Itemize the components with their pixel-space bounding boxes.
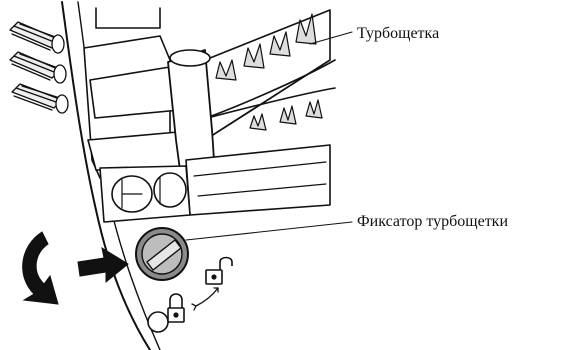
upper-housing: [83, 7, 183, 181]
brush-bristles: [215, 13, 323, 131]
curved-rotate-arrow-icon: [22, 231, 59, 305]
turbo-brush-roller: [199, 9, 336, 141]
turbo-brush-lock-label: Фиксатор турбощетки: [357, 213, 509, 230]
open-padlock-icon: [205, 256, 233, 285]
brush-callout-line: [309, 31, 353, 45]
bottom-button: [147, 311, 169, 333]
turbo-brush-label: Турбощетка: [357, 25, 440, 42]
brush-collar: [167, 49, 215, 171]
lock-callout-line: [185, 221, 353, 241]
push-arrow-icon: [77, 246, 129, 284]
side-clips: [111, 172, 187, 213]
turbo-brush-lock-dial: [135, 227, 189, 281]
side-bristles: [9, 21, 69, 114]
double-arrow-icon: [191, 287, 219, 311]
closed-padlock-icon: [167, 293, 185, 323]
